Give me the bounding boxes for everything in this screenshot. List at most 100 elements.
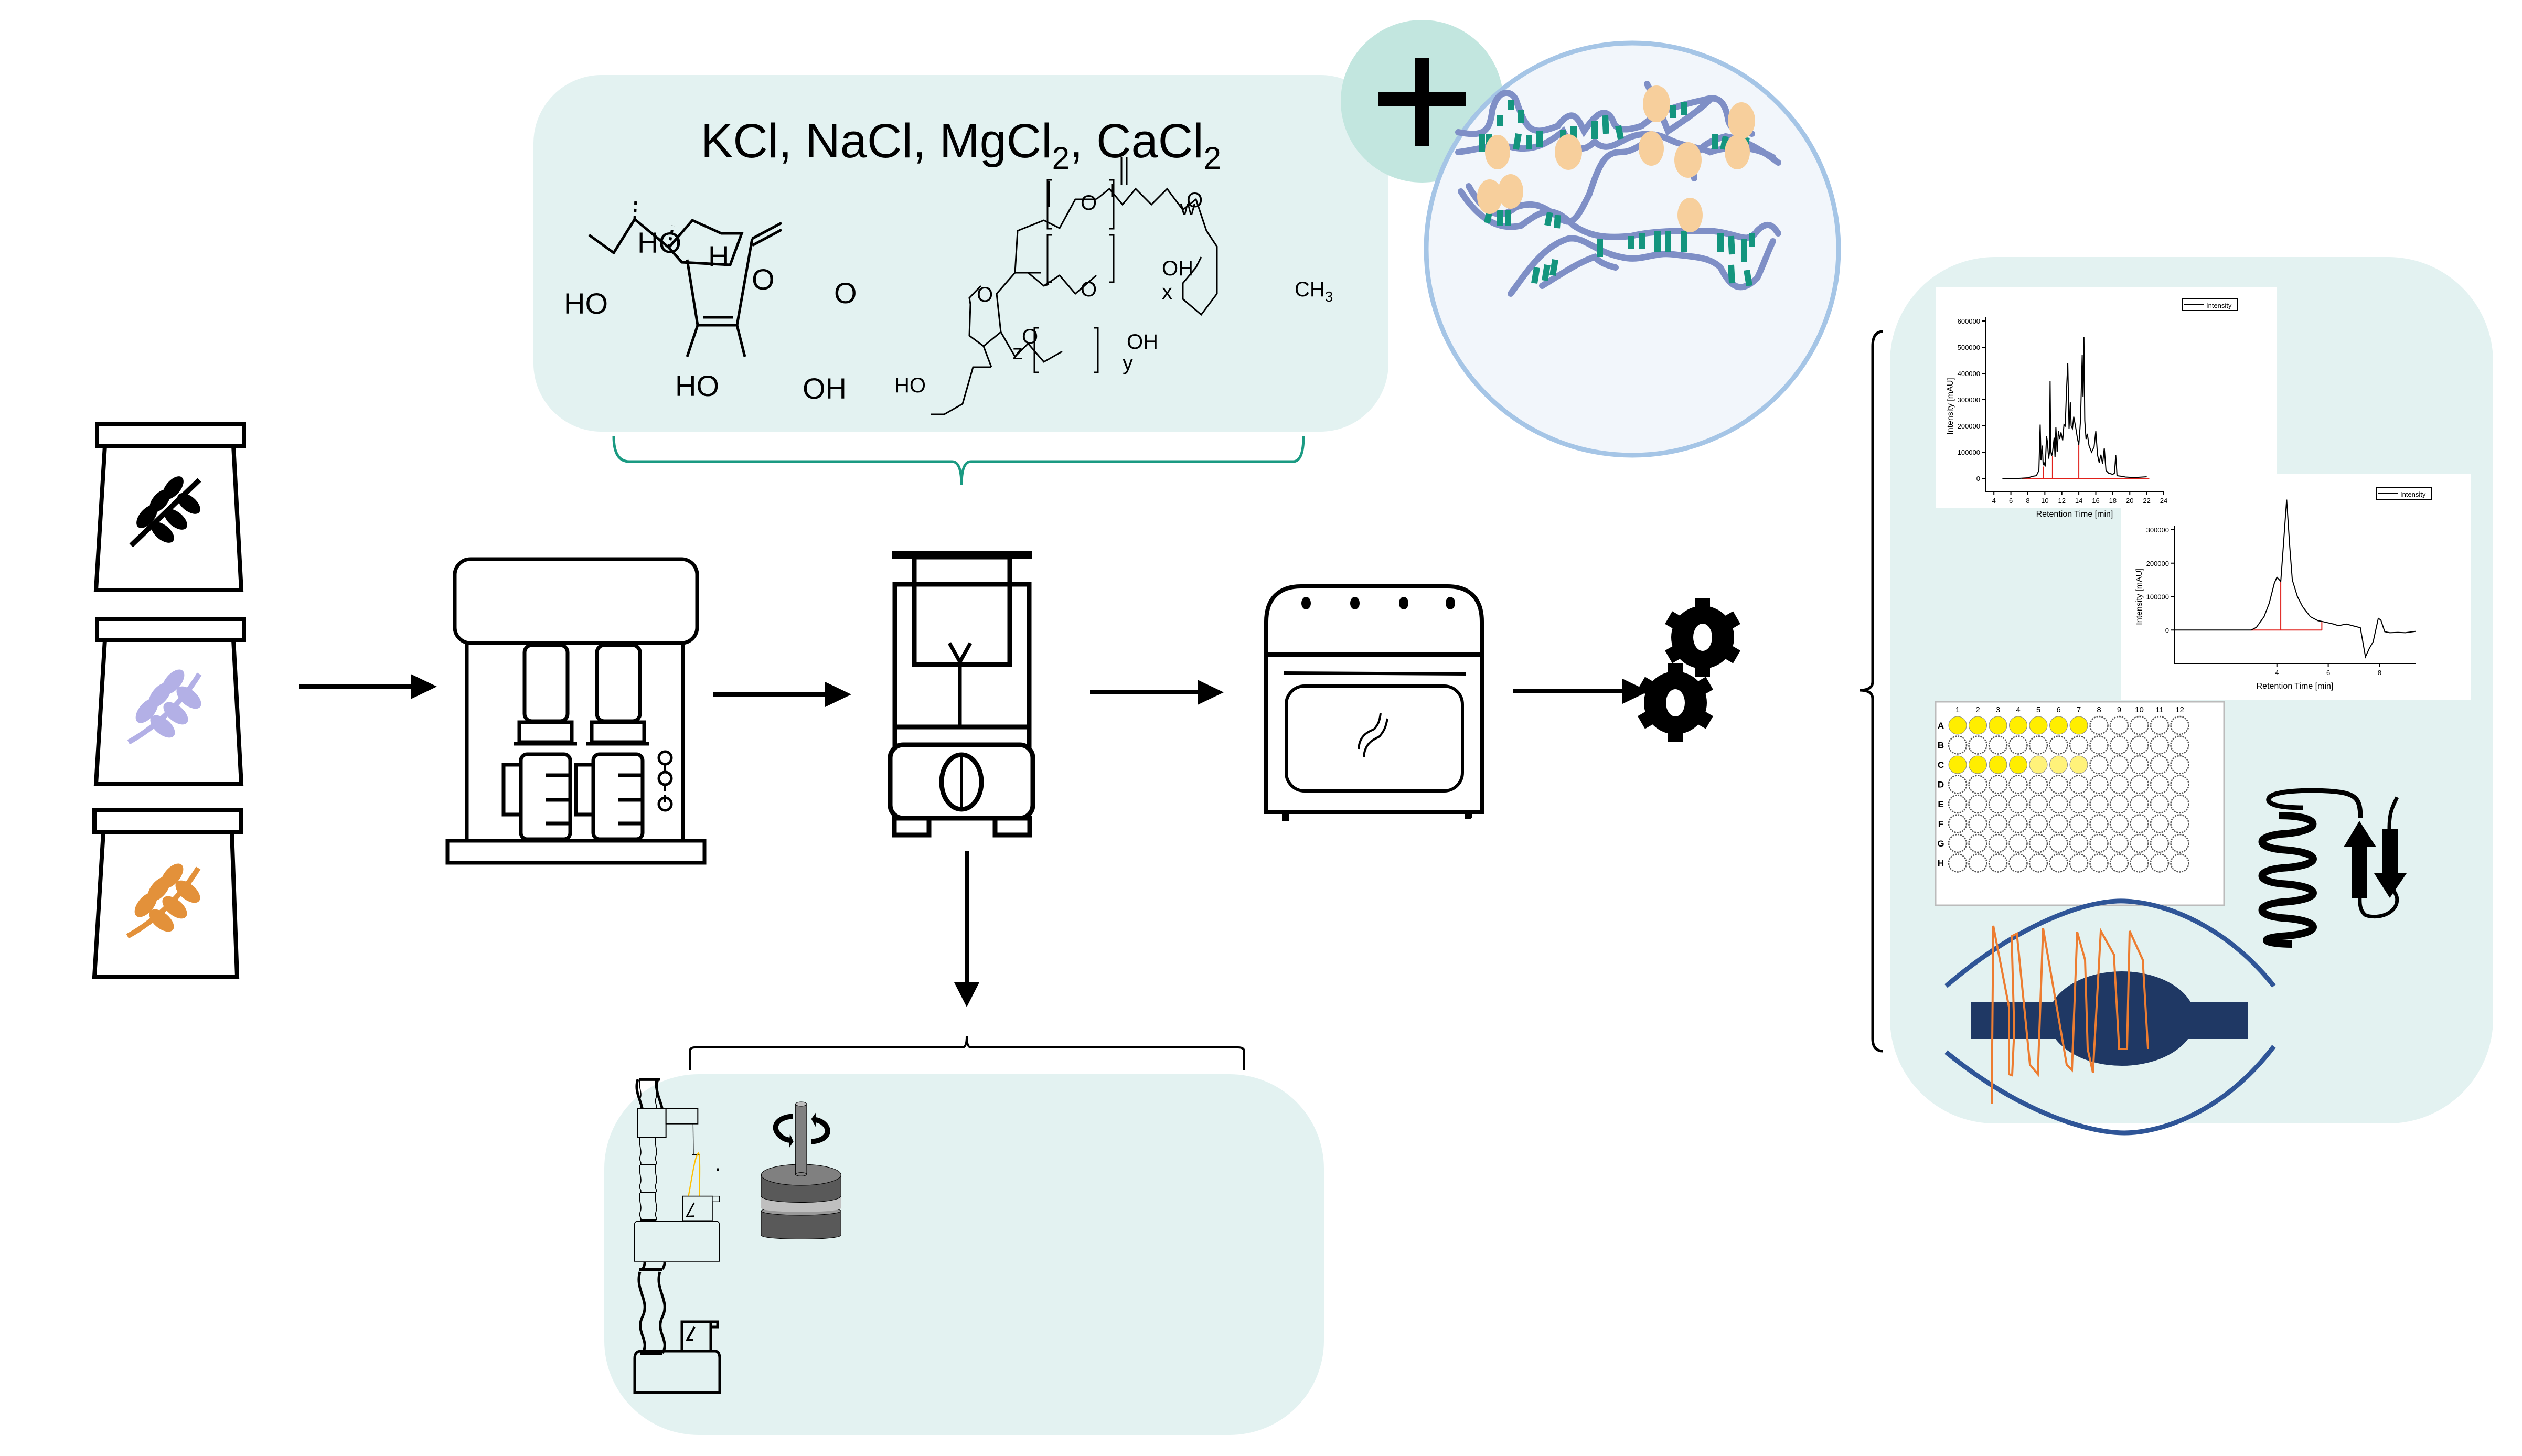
well (1988, 833, 2008, 853)
well (2008, 794, 2028, 814)
x-axis-label: Retention Time [min] (2036, 510, 2113, 519)
well (2170, 735, 2189, 755)
row-label: C (1938, 760, 1944, 770)
protein-secondary-structure-icon (2258, 788, 2399, 948)
row-label: H (1938, 859, 1944, 869)
ascorbic-label-h: H (708, 240, 729, 273)
x-tick-label: 10 (2041, 497, 2048, 505)
well (2170, 715, 2189, 735)
well (2049, 814, 2068, 833)
well (1948, 814, 1968, 833)
well (2150, 814, 2170, 833)
polysorbate-label-oh2: OH (1127, 330, 1158, 354)
well (2049, 735, 2068, 755)
well (2109, 775, 2129, 794)
well (2008, 775, 2028, 794)
y-tick-label: 0 (2165, 626, 2169, 634)
well (2008, 735, 2028, 755)
well (2109, 794, 2129, 814)
arrow-right-icon (1513, 679, 1649, 704)
column-label: 8 (2097, 705, 2101, 714)
column-label: 10 (2135, 705, 2144, 714)
polysorbate-structure (931, 157, 1218, 415)
y-axis-label: Intensity [mAU] (1946, 378, 1955, 434)
column-label: 6 (2056, 705, 2060, 714)
well (2049, 853, 2068, 873)
dough-tests-bracket (689, 1035, 1245, 1070)
ascorbic-label-ho-bottom: HO (675, 369, 719, 402)
polysorbate-label-oh1: OH (1162, 257, 1193, 280)
column-label: 7 (2077, 705, 2081, 714)
ascorbic-acid-structure (588, 199, 783, 357)
well (2049, 716, 2068, 735)
well (2089, 794, 2109, 814)
legend-label: Intensity (2206, 302, 2232, 309)
polysorbate-label-o3: O (977, 283, 993, 306)
x-axis-label: Retention Time [min] (2257, 682, 2334, 691)
y-tick-label: 0 (1976, 475, 1980, 483)
well (1948, 775, 1968, 794)
oven-knobs (1301, 597, 1455, 609)
well (2150, 833, 2170, 853)
well (2089, 735, 2109, 755)
series-line (2174, 499, 2416, 659)
well (2008, 833, 2028, 853)
well (2170, 814, 2189, 833)
wheat-icon (126, 863, 201, 939)
well (1969, 716, 1987, 735)
well (2130, 794, 2149, 814)
x-tick-label: 12 (2058, 497, 2065, 505)
column-label: 1 (1955, 705, 1960, 714)
flour-bag-3 (92, 808, 243, 979)
gears-icon (1638, 598, 1740, 742)
arrow-down-icon (954, 851, 979, 1007)
well (2049, 794, 2068, 814)
well (2150, 853, 2170, 873)
well (2109, 853, 2129, 873)
well (1988, 775, 2008, 794)
well (2009, 716, 2027, 735)
well (1968, 814, 1987, 833)
well (2150, 715, 2170, 735)
well (2089, 775, 2109, 794)
well (2130, 755, 2149, 775)
well (1988, 814, 2008, 833)
polysorbate-sub-x: x (1162, 281, 1172, 304)
well (2170, 794, 2189, 814)
well (2069, 833, 2089, 853)
well (2130, 715, 2149, 735)
x-tick-label: 4 (1992, 497, 1996, 505)
well (2029, 755, 2048, 774)
x-tick-label: 22 (2143, 497, 2150, 505)
well (1989, 716, 2007, 735)
row-label: G (1937, 839, 1944, 849)
well (2008, 853, 2028, 873)
legend-box (2182, 298, 2238, 311)
polysorbate-sub-y: y (1123, 351, 1133, 374)
well (1948, 735, 1968, 755)
y-tick-label: 600000 (1958, 317, 1980, 325)
well (2170, 775, 2189, 794)
column-label: 11 (2155, 705, 2164, 714)
gluten-network-illustration (1424, 40, 1841, 458)
arrow-right-icon (299, 674, 437, 699)
y-tick-label: 200000 (1958, 422, 1980, 430)
y-tick-label: 300000 (1958, 396, 1980, 404)
additives-bracket (612, 436, 1305, 486)
y-tick-label: 500000 (1958, 344, 1980, 351)
well (1968, 735, 1987, 755)
well (2109, 755, 2129, 775)
x-tick-label: 6 (2009, 497, 2013, 505)
well (2089, 833, 2109, 853)
well (2109, 715, 2129, 735)
y-tick-label: 200000 (2146, 560, 2169, 568)
additives-panel-bg (533, 75, 1388, 432)
well (2150, 794, 2170, 814)
well (1948, 853, 1968, 873)
well (2109, 833, 2129, 853)
ascorbic-label-ho-top: HO (637, 226, 681, 259)
well (2089, 715, 2109, 735)
well (2130, 775, 2149, 794)
